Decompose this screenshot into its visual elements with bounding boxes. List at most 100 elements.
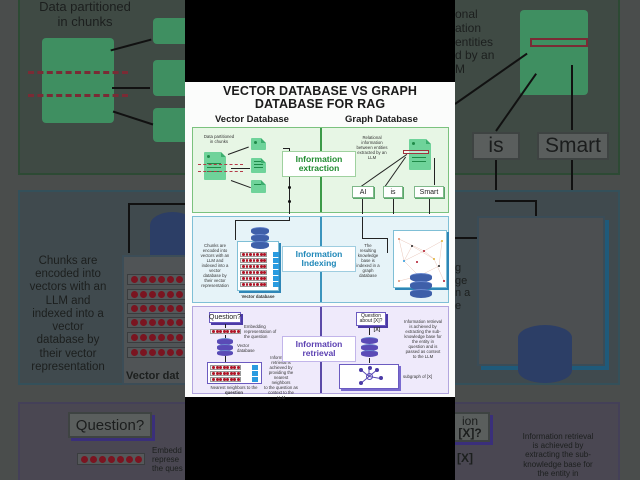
arrow <box>230 180 251 189</box>
partition-dash <box>28 94 128 97</box>
connector-line <box>283 148 289 149</box>
connector-line <box>128 203 130 253</box>
caption-line: database by <box>203 273 227 278</box>
label-line: Indexing <box>301 258 337 268</box>
caption-line: information <box>361 140 383 145</box>
connector-line <box>535 200 537 230</box>
chunk-square <box>273 282 279 287</box>
relational-caption: Relational information between entities … <box>349 135 395 160</box>
vector-row <box>240 270 267 275</box>
caption-line: representation <box>201 283 229 288</box>
chunk-square <box>252 377 258 382</box>
question-text: about [X]? <box>359 318 383 324</box>
caption-line: Relational <box>362 135 382 140</box>
caption-line: question <box>225 390 243 395</box>
question-box: ion [X]? <box>455 412 490 442</box>
graph-node <box>423 250 425 252</box>
subgraph-node <box>379 376 383 380</box>
retrieval-label: Information retrieval <box>282 336 356 362</box>
caption-line: resulting <box>359 248 377 253</box>
caption-line: the entity in <box>412 339 434 344</box>
graph-node <box>441 240 443 242</box>
partition-dash <box>28 71 128 74</box>
arrow <box>112 87 150 89</box>
label-line: Information <box>295 154 343 164</box>
entity-is: is <box>383 186 403 198</box>
neighbor-row <box>210 377 241 382</box>
caption-line: Data partitioned <box>39 0 131 14</box>
connector-line <box>362 217 363 238</box>
chunk-icon <box>251 180 266 193</box>
caption-line: retrieval is <box>271 360 291 365</box>
caption-line: extracting the sub- <box>405 329 441 334</box>
left-blurred-backdrop: Data partitioned in chunks Chunks are en… <box>0 0 185 480</box>
caption-line: Information retrieval <box>522 432 594 441</box>
connector-line <box>495 160 497 200</box>
subgraph-node <box>368 366 372 370</box>
label-line: extraction <box>298 163 340 173</box>
backdrop-caption-mid: Chunks are encoded into vectors with an … <box>22 255 114 374</box>
graph-database-icon <box>410 273 432 298</box>
entity-is: is <box>472 132 520 160</box>
entity-smart: Smart <box>537 132 609 160</box>
encoding-caption: Chunks are encoded into vectors with an … <box>195 243 235 288</box>
arrow <box>235 220 236 240</box>
neighbor-row <box>210 365 241 370</box>
caption-line: indexed into a <box>32 307 104 320</box>
caption-line: Nearest neighbors to the <box>210 385 258 390</box>
label-line: Information <box>295 249 343 259</box>
graph-node <box>403 260 405 262</box>
caption-line: is achieved by <box>532 441 584 451</box>
knowledge-base-caption: The resulting knowledge base is indexed … <box>353 243 383 278</box>
connector-line <box>128 203 185 205</box>
vector-row <box>127 317 185 328</box>
connector-line <box>289 217 290 220</box>
caption-line: Vector <box>237 343 250 348</box>
caption-line: to the LLM <box>412 354 434 359</box>
connector-line <box>393 199 394 214</box>
caption-line: encoded into <box>202 248 228 253</box>
connector-line <box>235 220 290 221</box>
vector-row <box>127 303 185 314</box>
vector-row <box>240 252 267 257</box>
caption-line: Chunks are <box>38 255 98 267</box>
chunk-square <box>273 276 279 281</box>
source-document-icon <box>204 152 226 180</box>
caption-line: base is <box>361 258 375 263</box>
caption-line: Information <box>270 355 292 360</box>
connector-line <box>362 199 363 214</box>
vector-database-label: Vector database <box>241 294 275 299</box>
subgraph-node <box>375 368 379 372</box>
partition-line <box>198 171 243 172</box>
caption-line: representation of <box>244 329 277 334</box>
caption-line: knowledge <box>357 253 379 258</box>
caption-line: indexed in a <box>356 263 380 268</box>
caption-line: representation <box>31 360 105 373</box>
caption-line: The <box>364 243 372 248</box>
caption-line: to the question as <box>264 385 298 390</box>
caption-line: Embedd <box>152 446 182 455</box>
document-icon <box>42 38 114 123</box>
retrieval-graph-caption: Information retrieval is achieved by ext… <box>399 319 447 359</box>
connector-line <box>289 148 290 214</box>
caption-line: their vector <box>39 347 97 360</box>
caption-line: their vector <box>204 278 226 283</box>
question-box: Question? <box>68 412 152 438</box>
caption-line: achieved by <box>269 365 293 370</box>
connector-line <box>429 199 430 214</box>
caption-line: Chunks are <box>204 243 226 248</box>
arrow <box>225 324 226 328</box>
question-text: [X]? <box>458 426 482 440</box>
caption-line: the question <box>244 334 268 339</box>
arrow <box>225 356 226 362</box>
highlight-box <box>530 38 588 47</box>
question-text: ion <box>461 414 478 428</box>
subgraph-node <box>359 381 363 385</box>
arrow <box>369 358 370 363</box>
caption-line: graph <box>362 268 374 273</box>
chunk-icon <box>251 138 266 150</box>
chunk-icon <box>153 108 185 142</box>
indexing-row: Chunks are encoded into vectors with an … <box>192 216 449 303</box>
embedding-row <box>77 453 145 465</box>
caption-line: providing the <box>268 370 294 375</box>
